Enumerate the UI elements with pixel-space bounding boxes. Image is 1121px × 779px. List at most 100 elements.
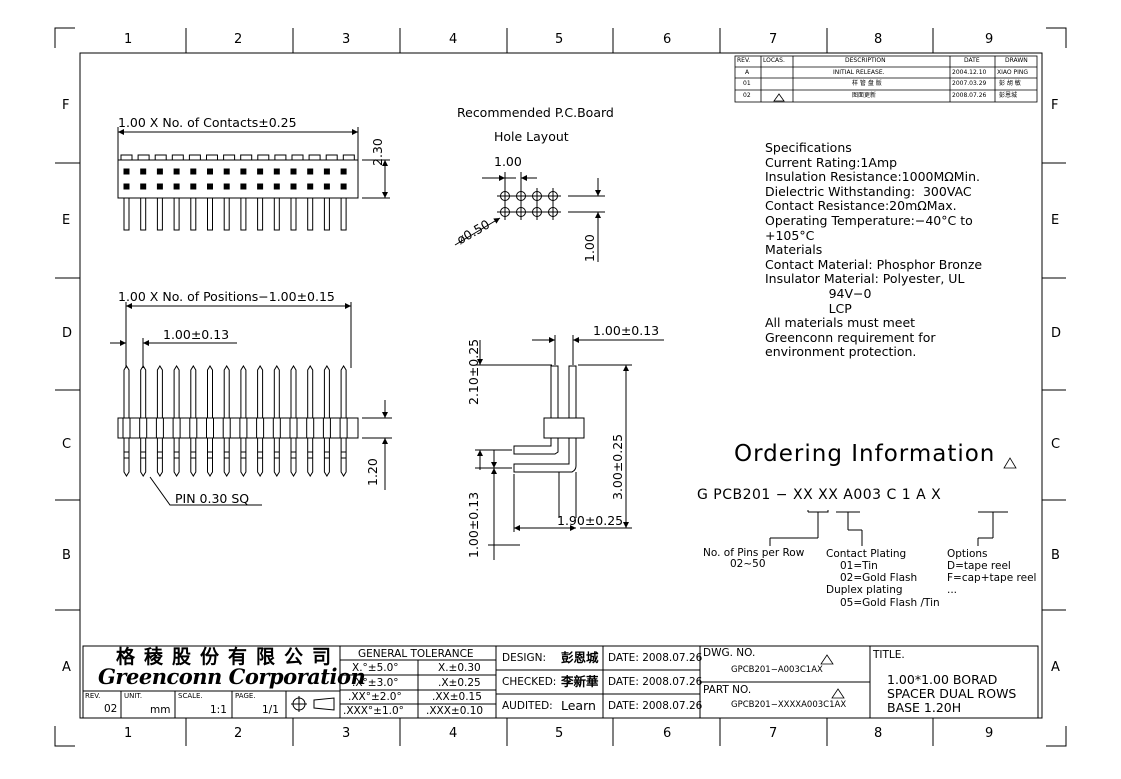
top-pin [273,197,280,231]
top-contact [273,168,280,175]
pins-label: No. of Pins per Row [703,547,805,559]
spec-line: All materials must meet [765,315,916,331]
side-horizontal-dim: 1.90±0.25 [557,513,624,528]
grid-row-left-D: D [62,326,73,341]
ordering-code: G PCB201 − XX XX A003 C 1 A X [697,487,942,503]
top-contact [190,183,197,190]
front-pin-upper [190,365,197,418]
front-pin-upper [257,365,264,418]
front-pin-body [239,417,248,439]
rev-label: REV. [85,692,101,700]
top-contact [273,183,280,190]
front-pin-upper [323,365,330,418]
grid-row-right-D: D [1051,326,1062,341]
top-pin [257,197,264,231]
revision-triangles [773,93,1017,699]
plating-tin: 01=Tin [840,560,878,572]
top-pin [140,197,147,231]
top-contact [323,183,330,190]
spec-line: Contact Resistance:20mΩMax. [765,198,957,214]
front-pin-body [289,417,298,439]
front-pin-upper [240,365,247,418]
front-pin-lower [240,438,247,477]
top-contact [307,183,314,190]
grid-col-top-9: 9 [985,32,994,47]
grid-col-bottom-6: 6 [663,726,672,741]
top-contact [240,183,247,190]
design-label: DESIGN: [502,652,547,664]
rev-row-02-date: 2008.07.26 [952,92,987,99]
grid-col-top-8: 8 [874,32,883,47]
top-contact [207,168,213,175]
front-pin-lower [340,438,347,477]
side-upper-dim: 2.10±0.25 [466,338,481,405]
pcb-hole-layout [454,172,605,262]
front-pin-upper [340,365,347,418]
title-line3: BASE 1.20H [887,700,962,715]
front-pin-lower [307,438,314,477]
tol-angle-3: .XXX°±1.0° [343,705,404,717]
grid-row-left-B: B [62,548,71,563]
checked-label: CHECKED: [502,676,557,688]
audited-date: DATE: 2008.07.26 [608,700,703,712]
rev-header-rev: REV. [737,57,751,64]
side-lower-dim: 1.00±0.13 [466,491,481,558]
top-height-dim: 2.30 [370,138,385,166]
front-pin-upper [223,365,230,418]
rev-row-02-desc: 图面更新 [852,92,877,99]
top-pin [156,197,163,231]
top-contact [340,183,347,190]
rev-row-01-desc: 样 管 盘 版 [852,80,882,87]
rev-header-drawn: DRAWN [1005,57,1028,64]
top-contact [140,183,147,190]
front-pin-lower [123,438,130,477]
grid-col-bottom-1: 1 [124,726,133,741]
checked-name: 李新華 [561,674,599,689]
top-contact [307,168,314,175]
grid-col-top-4: 4 [449,32,458,47]
top-contact [257,183,264,190]
rev-row-01-date: 2007.03.29 [952,80,987,87]
top-pin [307,197,314,231]
spec-line: Insulator Material: Polyester, UL [765,271,965,287]
front-pin-lower [190,438,197,477]
title-label: TITLE. [873,649,905,661]
top-contact [123,183,130,190]
grid-row-left-E: E [62,213,71,228]
grid-col-bottom-2: 2 [234,726,243,741]
rev-row-02-rev: 02 [743,92,751,99]
front-pin-lower [257,438,264,477]
front-view-drawing [110,302,392,506]
front-pin-body [122,417,131,439]
front-pin-upper [290,365,297,418]
front-pin-lower [156,438,163,477]
options-d: D=tape reel [947,560,1011,572]
tol-linear-0: X.±0.30 [438,662,481,674]
front-pin-lower [223,438,230,477]
grid-col-bottom-7: 7 [769,726,778,741]
part-no-value: GPCB201−XXXXA003C1AX [731,700,847,710]
grid-col-bottom-9: 9 [985,726,994,741]
side-pitch-dim: 1.00±0.13 [593,323,660,338]
grid-col-top-1: 1 [124,32,133,47]
title-line2: SPACER DUAL ROWS [887,686,1017,701]
rev-header-desc: DESCRIPTION [845,57,886,64]
top-pin [223,197,230,231]
top-contact [340,168,347,175]
front-pin-body [155,417,164,439]
top-pin [240,197,247,231]
dwg-no-value: GPCB201−A003C1AX [731,665,823,675]
spec-line: Dielectric Withstanding: 300VAC [765,183,972,199]
front-pin-upper [123,365,130,418]
front-pin-upper [273,365,280,418]
pcb-row-pitch: 1.00 [582,234,597,262]
revision-table-lines [734,55,1038,103]
spec-line: Specifications [765,140,852,155]
front-pin-body [222,417,231,439]
front-pin-lower [140,438,147,477]
front-pin-upper [173,365,180,418]
unit-label: UNIT. [124,692,143,700]
tolerance-title: GENERAL TOLERANCE [358,648,474,660]
grid-row-right-E: E [1051,213,1060,228]
top-contact [207,183,213,190]
